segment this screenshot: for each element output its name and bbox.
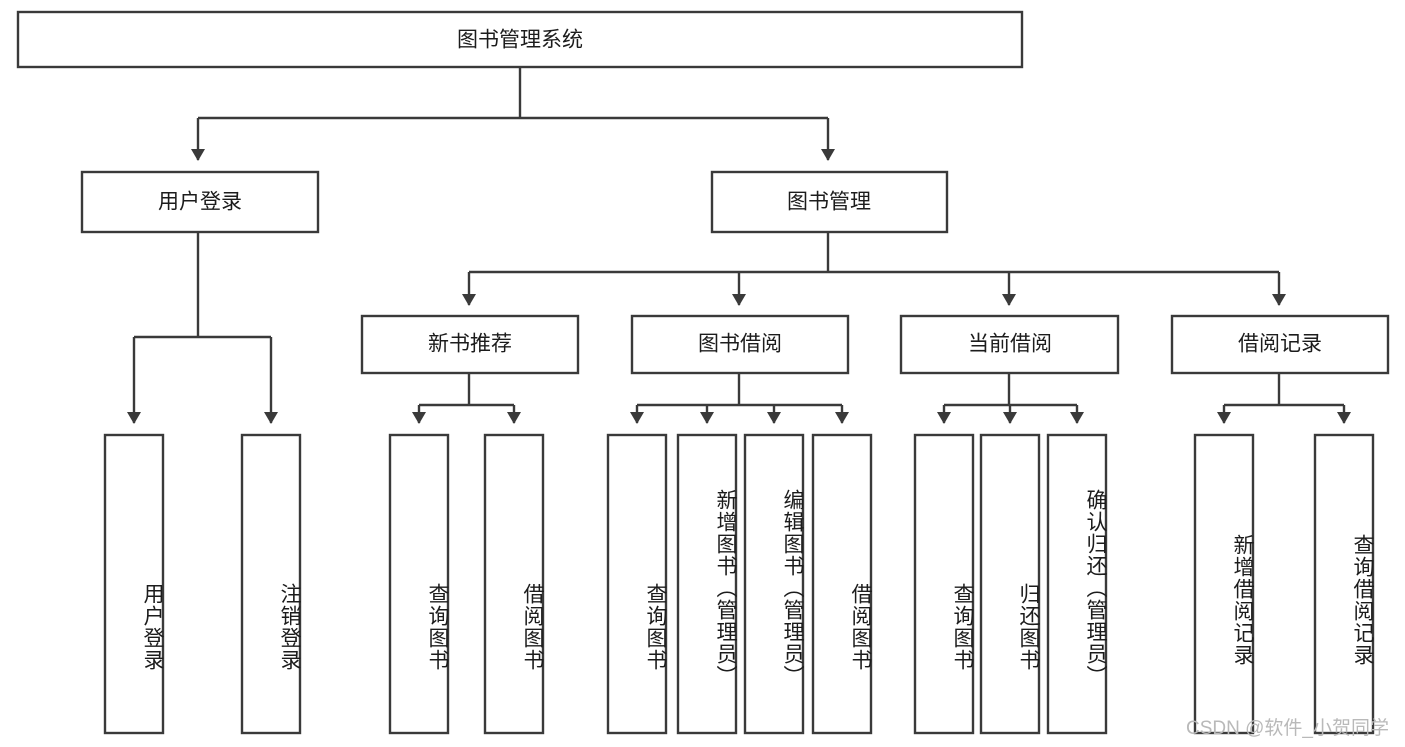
node-leaf-user-login-0[interactable] [103,433,165,735]
node-current-borrow-label: 当前借阅 [968,333,1052,356]
node-book-manage[interactable]: 图书管理 [710,170,949,234]
node-leaf-book-borrow-1[interactable] [676,433,738,735]
node-user-login[interactable]: 用户登录 [80,170,320,234]
node-borrow-record-label: 借阅记录 [1238,333,1322,356]
node-leaf-book-borrow-2[interactable] [743,433,805,735]
node-leaf-current-borrow-1[interactable] [979,433,1041,735]
node-leaf-new-book-1[interactable] [483,433,545,735]
node-leaf-user-login-1[interactable] [240,433,302,735]
csdn-watermark: CSDN @软件_小贺同学 [1186,718,1389,739]
node-current-borrow[interactable]: 当前借阅 [899,314,1120,375]
node-user-login-label: 用户登录 [158,191,242,214]
node-leaf-book-borrow-3[interactable] [811,433,873,735]
node-root-label: 图书管理系统 [457,29,583,52]
node-leaf-new-book-0[interactable] [388,433,450,735]
node-leaf-borrow-record-0[interactable] [1193,433,1255,735]
node-book-manage-label: 图书管理 [787,191,871,214]
node-borrow-record[interactable]: 借阅记录 [1170,314,1390,375]
node-new-book-recommend-label: 新书推荐 [428,333,512,356]
node-leaf-current-borrow-0[interactable] [913,433,975,735]
node-new-book-recommend[interactable]: 新书推荐 [360,314,580,375]
connectors [127,67,1351,424]
node-leaf-book-borrow-0[interactable] [606,433,668,735]
node-root[interactable]: 图书管理系统 [16,10,1024,69]
node-book-borrow-label: 图书借阅 [698,333,782,356]
node-book-borrow[interactable]: 图书借阅 [630,314,850,375]
node-leaf-current-borrow-2[interactable] [1046,433,1108,735]
node-leaf-borrow-record-1[interactable] [1313,433,1375,735]
